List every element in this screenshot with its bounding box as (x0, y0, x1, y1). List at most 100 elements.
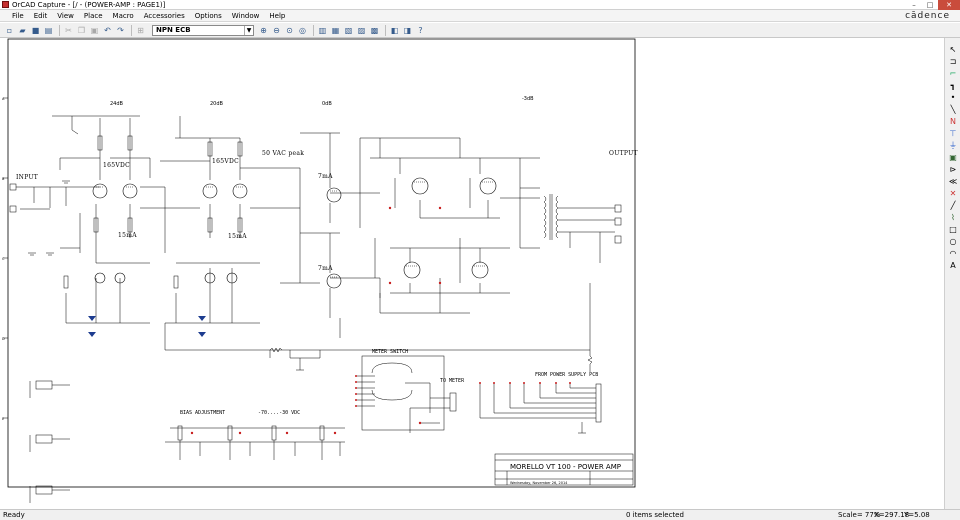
place-part-icon[interactable]: ⊐ (949, 56, 957, 66)
no-connect-icon[interactable]: ✕ (949, 188, 957, 198)
place-part-icon[interactable]: ⊞ (137, 25, 144, 35)
back-annotate-icon[interactable]: ▦ (331, 25, 340, 35)
help-icon[interactable]: ? (418, 25, 423, 35)
netlist-icon[interactable]: ▨ (357, 25, 366, 35)
menu-view[interactable]: View (57, 11, 74, 20)
place-wire-icon[interactable]: ⌐ (949, 68, 957, 78)
meter-switch-label: METER SWITCH (372, 349, 408, 355)
input-label: INPUT (16, 174, 38, 181)
current-label-splitter-top: 7mA (318, 173, 333, 180)
bias-adjustment-network (165, 425, 345, 460)
bom-icon[interactable]: ▩ (370, 25, 379, 35)
status-ready: Ready (3, 511, 25, 519)
output-label: OUTPUT (609, 150, 638, 157)
menu-options[interactable]: Options (194, 11, 222, 20)
output-transformer (543, 194, 622, 263)
menu-edit[interactable]: Edit (33, 11, 48, 20)
print-icon[interactable]: ▤ (44, 25, 53, 35)
svg-text:A: A (2, 97, 5, 101)
menu-accessories[interactable]: Accessories (143, 11, 185, 20)
open-folder-icon[interactable]: ▰ (19, 25, 26, 35)
rectangle-icon[interactable]: □ (949, 224, 957, 234)
phase-splitter-stage (280, 132, 470, 338)
status-x-coordinate: X=297.18 (874, 511, 910, 519)
redo-icon[interactable]: ↷ (117, 25, 124, 35)
title-bar: OrCAD Capture - [/ - (POWER-AMP : PAGE1)… (0, 0, 960, 10)
chevron-down-icon: ▼ (244, 25, 253, 35)
cut-icon[interactable]: ✂ (65, 25, 72, 35)
maximize-button[interactable]: □ (926, 1, 934, 9)
title-block-name: MORELLO VT 100 - POWER AMP (510, 463, 621, 471)
main-toolbar: ▫ ▰ ■ ▤ ✂ ❐ ▣ ↶ ↷ ⊞ NPN ECB ▼ ⊕ ⊖ ⊙ ◎ ▥ … (0, 23, 960, 38)
drc-icon[interactable]: ▧ (344, 25, 353, 35)
annotate-icon[interactable]: ▥ (318, 25, 327, 35)
project-manager-icon[interactable]: ◧ (390, 25, 399, 35)
undo-icon[interactable]: ↶ (104, 25, 111, 35)
tool-palette: ↖ ⊐ ⌐ ┓ • ╲ N ⊤ ⏚ ▣ ⊳ ≪ ✕ ╱ ⌇ □ ○ ◠ A (944, 38, 960, 509)
window-title: OrCAD Capture - [/ - (POWER-AMP : PAGE1)… (12, 0, 166, 9)
power-supply-label: FROM POWER SUPPLY PCB (535, 372, 598, 378)
title-block (494, 453, 634, 486)
paste-icon[interactable]: ▣ (90, 25, 99, 35)
current-label-stage2: 15mA (228, 233, 247, 240)
arc-icon[interactable]: ◠ (949, 248, 957, 258)
svg-text:D: D (2, 337, 5, 341)
gain-label-output: -3dB (522, 96, 534, 102)
window-controls: – □ ✕ (906, 0, 960, 10)
close-button[interactable]: ✕ (938, 0, 960, 10)
select-arrow-icon[interactable]: ↖ (949, 44, 957, 54)
power-supply-connector (479, 383, 602, 434)
hierarchical-port-icon[interactable]: ⊳ (949, 164, 957, 174)
zoom-in-icon[interactable]: ⊕ (260, 25, 267, 35)
menu-window[interactable]: Window (231, 11, 260, 20)
bias-adjustment-label: BIAS ADJUSTMENT (180, 410, 225, 416)
menu-place[interactable]: Place (83, 11, 103, 20)
save-icon[interactable]: ■ (31, 25, 40, 35)
menu-macro[interactable]: Macro (112, 11, 134, 20)
gain-label-stage1: 24dB (110, 101, 124, 107)
minimize-button[interactable]: – (912, 1, 916, 9)
bus-entry-icon[interactable]: ╲ (950, 104, 956, 114)
svg-text:B: B (2, 177, 5, 181)
polyline-icon[interactable]: ⌇ (951, 212, 955, 222)
gain-label-stage3: 0dB (322, 101, 332, 107)
zoom-all-icon[interactable]: ◎ (299, 25, 306, 35)
driver-stage (160, 116, 591, 358)
copy-icon[interactable]: ❐ (77, 25, 86, 35)
net-alias-icon[interactable]: N (950, 116, 956, 126)
zoom-area-icon[interactable]: ⊙ (286, 25, 293, 35)
hierarchical-block-icon[interactable]: ▣ (949, 152, 957, 162)
input-stage (9, 115, 175, 324)
voltage-label-stage2: 165VDC (212, 158, 239, 165)
current-label-stage1: 15mA (118, 232, 137, 239)
zoom-out-icon[interactable]: ⊖ (273, 25, 280, 35)
text-icon[interactable]: A (950, 260, 956, 270)
junction-icon[interactable]: • (950, 92, 956, 102)
ground-icon[interactable]: ⏚ (949, 140, 957, 150)
sheet-border (7, 38, 636, 488)
feedback-network (269, 347, 593, 372)
menu-file[interactable]: File (12, 11, 24, 20)
cadence-logo: cādence (905, 11, 950, 21)
swing-label: 50 VAC peak (262, 150, 304, 157)
new-icon[interactable]: ▫ (6, 25, 13, 35)
place-bus-icon[interactable]: ┓ (950, 80, 956, 90)
power-icon[interactable]: ⊤ (949, 128, 957, 138)
to-meter-label: TO METER (440, 378, 465, 384)
session-log-icon[interactable]: ◨ (403, 25, 412, 35)
part-selector-value: NPN ECB (156, 25, 191, 34)
place-line-icon[interactable]: ╱ (950, 200, 956, 210)
ellipse-icon[interactable]: ○ (949, 236, 957, 246)
off-page-connector-icon[interactable]: ≪ (948, 176, 958, 186)
status-y-coordinate: Y=5.08 (904, 511, 930, 519)
voltage-label-stage1: 165VDC (103, 162, 130, 169)
status-scale: Scale= 77% (838, 511, 881, 519)
gain-label-stage2: 20dB (210, 101, 224, 107)
menu-help[interactable]: Help (269, 11, 286, 20)
current-label-splitter-bottom: 7mA (318, 265, 333, 272)
title-block-date: Wednesday, November 26, 2014 (510, 481, 568, 485)
part-selector-dropdown[interactable]: NPN ECB ▼ (152, 24, 254, 36)
svg-text:C: C (2, 257, 5, 261)
